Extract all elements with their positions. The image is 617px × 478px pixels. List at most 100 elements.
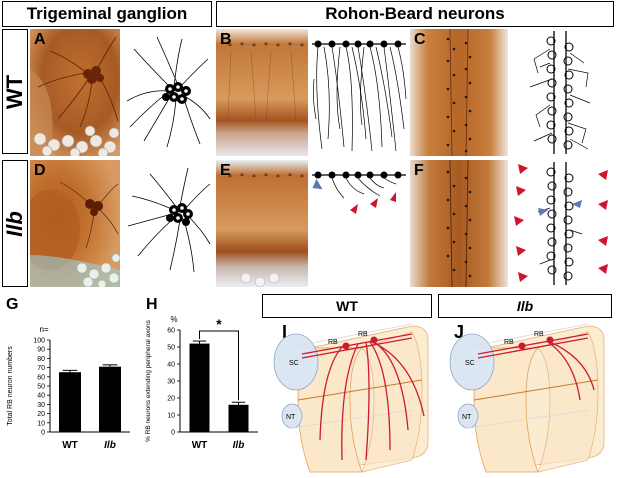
svg-text:*: * xyxy=(228,173,232,182)
category-label: WT xyxy=(62,440,78,451)
category-label: Ilb xyxy=(104,440,116,451)
y-tick-label: 60 xyxy=(37,374,45,381)
panel-label-b: B xyxy=(220,31,232,48)
panel-label-g: G xyxy=(6,296,19,313)
red-arrowhead-f8 xyxy=(598,236,608,246)
panel-label-d: D xyxy=(34,162,46,179)
bar xyxy=(99,366,121,432)
micrograph-f-image xyxy=(410,160,508,287)
micrograph-d: D xyxy=(30,160,120,287)
svg-text:*: * xyxy=(228,42,232,51)
row-label-wt-text: WT xyxy=(2,74,28,109)
y-tick-label: 40 xyxy=(37,393,45,400)
chart-top-label: % xyxy=(170,315,177,324)
panel-label-h: H xyxy=(146,296,158,313)
red-arrowhead-f9 xyxy=(598,264,608,274)
drawing-f xyxy=(514,162,608,285)
y-tick-label: 70 xyxy=(37,365,45,372)
y-tick-label: 50 xyxy=(37,384,45,391)
drawing-c xyxy=(529,31,591,154)
y-axis-label: % RB neurons extending peripheral axons xyxy=(145,319,152,442)
schematic-i: RB RB SC NT xyxy=(273,323,429,473)
schematic-j: RB RB SC NT xyxy=(449,323,605,473)
schematic-header-ilb: Ilb xyxy=(438,294,612,318)
micrograph-b: ******* B xyxy=(216,29,308,156)
chart-top-label: n= xyxy=(39,325,48,334)
sc-label-i: SC xyxy=(289,360,299,367)
y-tick-label: 0 xyxy=(41,430,45,437)
schematic-header-ilb-text: Ilb xyxy=(516,298,534,314)
nt-label-j: NT xyxy=(462,414,472,421)
y-tick-label: 80 xyxy=(37,356,45,363)
svg-text:*: * xyxy=(300,42,304,51)
micrograph-e: ******* E xyxy=(216,160,308,287)
red-arrowhead-f7 xyxy=(598,200,608,210)
y-tick-label: 40 xyxy=(167,362,175,369)
spinal-cord-j xyxy=(449,333,495,391)
red-arrowhead-f5 xyxy=(518,272,528,282)
y-tick-label: 50 xyxy=(167,345,175,352)
rb-label-j1: RB xyxy=(504,339,514,346)
micrograph-e-image: ******* xyxy=(216,160,308,287)
y-tick-label: 60 xyxy=(167,328,175,335)
row-label-ilb: Ilb xyxy=(2,160,28,287)
panel-label-c: C xyxy=(414,31,426,48)
row-label-ilb-text: Ilb xyxy=(2,210,28,237)
svg-text:*: * xyxy=(240,172,244,181)
red-arrowhead-e1 xyxy=(350,204,358,214)
schematic-header-wt: WT xyxy=(262,294,432,318)
micrograph-a: A xyxy=(30,29,120,156)
svg-text:*: * xyxy=(276,173,280,182)
drawing-a xyxy=(126,36,211,148)
red-arrowhead-e3 xyxy=(390,192,396,202)
y-axis-label: Total RB neuron numbers xyxy=(7,346,14,426)
header-rohon-beard: Rohon-Beard neurons xyxy=(216,1,614,27)
bar xyxy=(189,343,210,432)
significance-bracket xyxy=(199,330,239,401)
panel-label-a: A xyxy=(34,31,46,48)
y-tick-label: 20 xyxy=(167,396,175,403)
category-label: Ilb xyxy=(233,440,245,451)
svg-text:*: * xyxy=(240,41,244,50)
panel-label-e: E xyxy=(220,162,231,179)
micrograph-b-image: ******* xyxy=(216,29,308,156)
nt-label-i: NT xyxy=(286,414,296,421)
schematic-header-wt-text: WT xyxy=(336,298,358,314)
significance-marker: * xyxy=(216,316,222,332)
blue-arrowhead-f1 xyxy=(538,208,548,216)
y-tick-label: 90 xyxy=(37,347,45,354)
micrograph-f: F xyxy=(410,160,508,287)
blue-arrowhead-e xyxy=(312,178,323,190)
sc-label-j: SC xyxy=(465,360,475,367)
rb-label-i1: RB xyxy=(328,339,338,346)
header-trigeminal-text: Trigeminal ganglion xyxy=(26,4,188,23)
micrograph-c: C xyxy=(410,29,508,156)
red-arrowhead-f1 xyxy=(518,164,528,174)
svg-text:*: * xyxy=(300,173,304,182)
panel-label-i: I xyxy=(282,322,288,342)
y-tick-label: 20 xyxy=(37,411,45,418)
micrograph-c-image xyxy=(410,29,508,156)
bar xyxy=(228,404,249,432)
y-tick-label: 30 xyxy=(167,379,175,386)
svg-text:*: * xyxy=(252,42,256,51)
svg-text:*: * xyxy=(264,41,268,50)
y-tick-label: 10 xyxy=(37,420,45,427)
y-tick-label: 0 xyxy=(171,430,175,437)
micrograph-d-image xyxy=(30,160,120,287)
rb-label-i2: RB xyxy=(358,331,368,338)
panel-label-f: F xyxy=(414,162,424,179)
red-arrowhead-f4 xyxy=(516,246,526,256)
red-arrowhead-f6 xyxy=(598,170,608,180)
red-arrowhead-e2 xyxy=(370,198,378,208)
svg-text:*: * xyxy=(252,173,256,182)
drawing-e xyxy=(312,171,406,214)
header-rohon-beard-text: Rohon-Beard neurons xyxy=(325,4,505,23)
spinal-cord-i xyxy=(273,333,319,391)
y-tick-label: 30 xyxy=(37,402,45,409)
svg-text:*: * xyxy=(288,41,292,50)
rb-label-j2: RB xyxy=(534,331,544,338)
micrograph-a-image xyxy=(30,29,120,156)
